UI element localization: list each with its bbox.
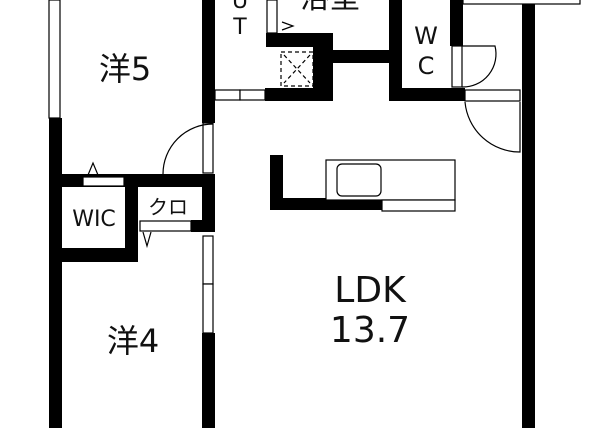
western4-sliding-door-b bbox=[202, 283, 214, 334]
room-label-western5: 洋5 bbox=[99, 50, 151, 88]
sink bbox=[336, 163, 382, 197]
room-label-ut-u: U bbox=[232, 0, 248, 14]
ut-sliding-door-a bbox=[214, 89, 241, 101]
room-label-wc-c: C bbox=[418, 52, 435, 80]
room-label-wic: WIC bbox=[72, 207, 116, 232]
room-label-closet: クロ bbox=[148, 195, 188, 219]
western5-door-panel bbox=[202, 122, 214, 174]
ut-sliding-door-b bbox=[239, 89, 266, 101]
wc-door-panel bbox=[451, 45, 463, 88]
window-left bbox=[48, 0, 61, 119]
room-label-ldk: LDK bbox=[334, 270, 407, 311]
kitchen-counter-lower bbox=[381, 199, 456, 212]
washing-machine-pan bbox=[280, 51, 314, 87]
openings bbox=[48, 0, 581, 334]
room-label-ut-t: T bbox=[232, 15, 247, 40]
wic-door bbox=[82, 176, 125, 187]
window-ldk-top bbox=[462, 0, 581, 5]
entry-door-panel bbox=[464, 89, 521, 102]
walls bbox=[49, 0, 535, 428]
closet-door bbox=[139, 220, 192, 232]
room-label-wc-w: W bbox=[414, 22, 438, 50]
room-label-bath: 浴室 bbox=[300, 0, 360, 16]
room-area-ldk: 13.7 bbox=[330, 310, 410, 351]
bath-door bbox=[266, 0, 278, 34]
door-swings bbox=[87, 21, 521, 249]
western4-sliding-door-a bbox=[202, 235, 214, 285]
room-label-western4: 洋4 bbox=[107, 322, 159, 360]
